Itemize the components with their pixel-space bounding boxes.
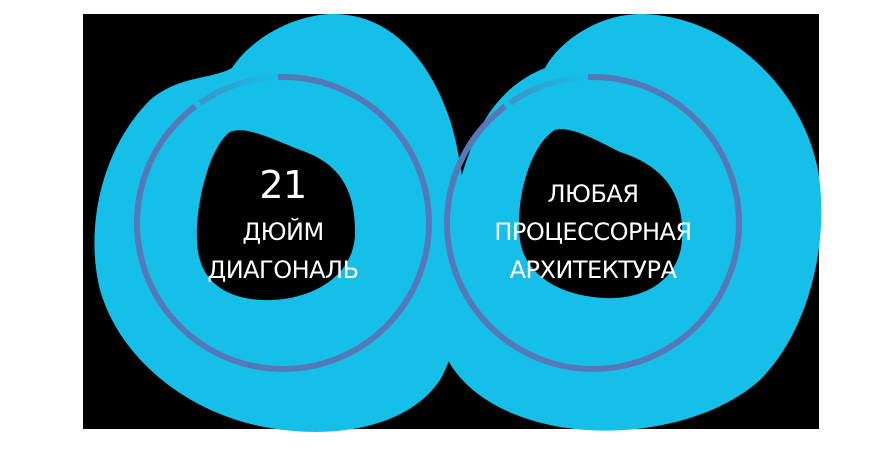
diagonal-caption: ДИАГОНАЛЬ xyxy=(207,256,359,284)
left-progress-ring xyxy=(134,74,432,372)
architecture-line-2: ПРОЦЕССОРНАЯ xyxy=(494,218,692,246)
diagonal-unit: ДЮЙМ xyxy=(242,218,324,246)
right-progress-ring xyxy=(444,74,742,372)
right-inner-hole xyxy=(519,129,683,299)
architecture-line-3: АРХИТЕКТУРА xyxy=(509,256,677,284)
diagonal-value: 21 xyxy=(259,163,307,207)
left-inner-hole xyxy=(196,130,356,301)
architecture-line-1: ЛЮБАЯ xyxy=(547,180,639,208)
